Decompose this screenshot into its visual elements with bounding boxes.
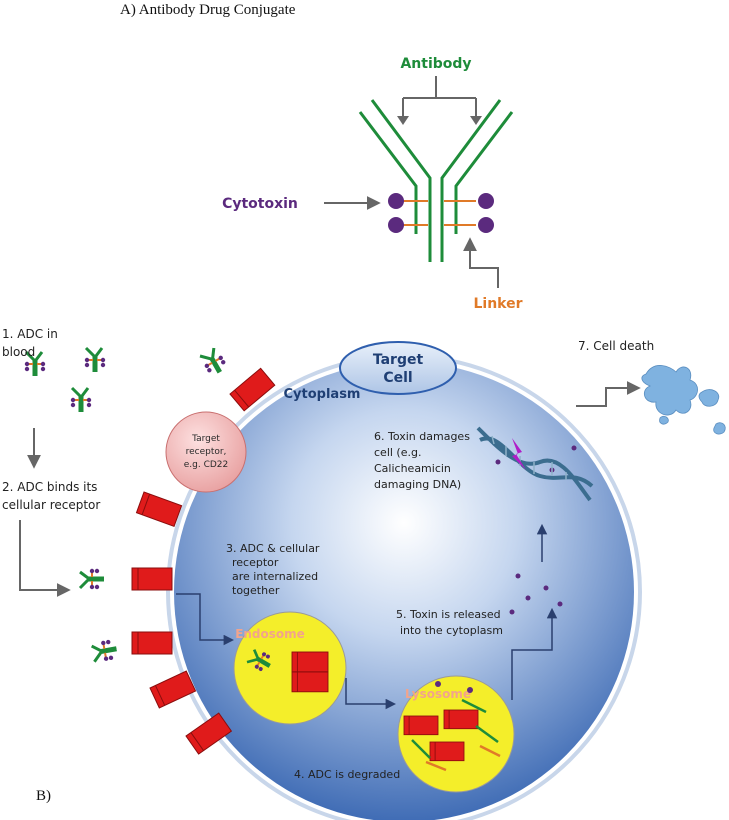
released-toxins bbox=[495, 445, 577, 615]
step-7-arrow bbox=[576, 381, 641, 407]
step-6-line-4: damaging DNA) bbox=[374, 478, 461, 491]
step-3-line-4: together bbox=[232, 584, 280, 597]
step-4-text: 4. ADC is degraded bbox=[294, 768, 400, 781]
receptor-label-3: e.g. CD22 bbox=[184, 460, 229, 470]
degraded-fragments bbox=[411, 681, 501, 772]
step-3-line-1: 3. ADC & cellular bbox=[226, 542, 320, 555]
target-receptor-bubble bbox=[165, 411, 247, 493]
receptor-label-1: Target bbox=[191, 434, 220, 444]
antibody-structure bbox=[358, 99, 514, 262]
step-3-line-2: receptor bbox=[232, 556, 279, 569]
step-5-line-2: into the cytoplasm bbox=[400, 624, 503, 637]
cytoplasm-label: Cytoplasm bbox=[284, 387, 361, 402]
step-6-line-3: Calicheamicin bbox=[374, 462, 451, 475]
dna-helix-icon bbox=[476, 426, 594, 502]
step-7-text: 7. Cell death bbox=[578, 339, 654, 353]
receptor-label-2: receptor, bbox=[186, 447, 227, 457]
step-2-line-1: 2. ADC binds its bbox=[2, 480, 97, 494]
cytotoxin-dot bbox=[478, 193, 494, 209]
linker-arrow bbox=[463, 237, 499, 288]
step-1-line-2: blood bbox=[2, 345, 35, 359]
cytotoxin-dot bbox=[478, 217, 494, 233]
step-3-arrow bbox=[176, 593, 235, 646]
step-5-line-1: 5. Toxin is released bbox=[396, 608, 501, 621]
blood-adcs bbox=[23, 346, 107, 414]
endosome-to-lysosome-arrow bbox=[345, 678, 397, 710]
linker-label: Linker bbox=[473, 296, 522, 312]
dead-cell-icon bbox=[641, 365, 726, 435]
panel-b-label: B) bbox=[36, 788, 51, 804]
step-6-line-1: 6. Toxin damages bbox=[374, 430, 470, 443]
step-6-line-2: cell (e.g. bbox=[374, 446, 421, 459]
antibody-arrow bbox=[402, 76, 477, 122]
antibody-label: Antibody bbox=[400, 56, 471, 72]
endosome-label: Endosome bbox=[235, 627, 305, 641]
step-2-line-2: cellular receptor bbox=[2, 498, 100, 512]
panel-a-title: A) Antibody Drug Conjugate bbox=[120, 2, 296, 18]
cytotoxin-dot bbox=[388, 217, 404, 233]
target-cell-label-oval bbox=[339, 341, 457, 395]
step-1-line-1: 1. ADC in bbox=[2, 327, 58, 341]
step-3-line-3: are internalized bbox=[232, 570, 318, 583]
target-cell-title-2: Cell bbox=[383, 370, 412, 386]
step-2-arrow bbox=[19, 520, 71, 597]
target-cell-title-1: Target bbox=[373, 352, 424, 368]
lysosome-label: Lysosome bbox=[405, 687, 471, 701]
step-5-arrow bbox=[511, 607, 558, 700]
cytotoxin-label: Cytotoxin bbox=[222, 196, 298, 212]
endosome bbox=[233, 611, 347, 725]
cytotoxin-dot bbox=[388, 193, 404, 209]
